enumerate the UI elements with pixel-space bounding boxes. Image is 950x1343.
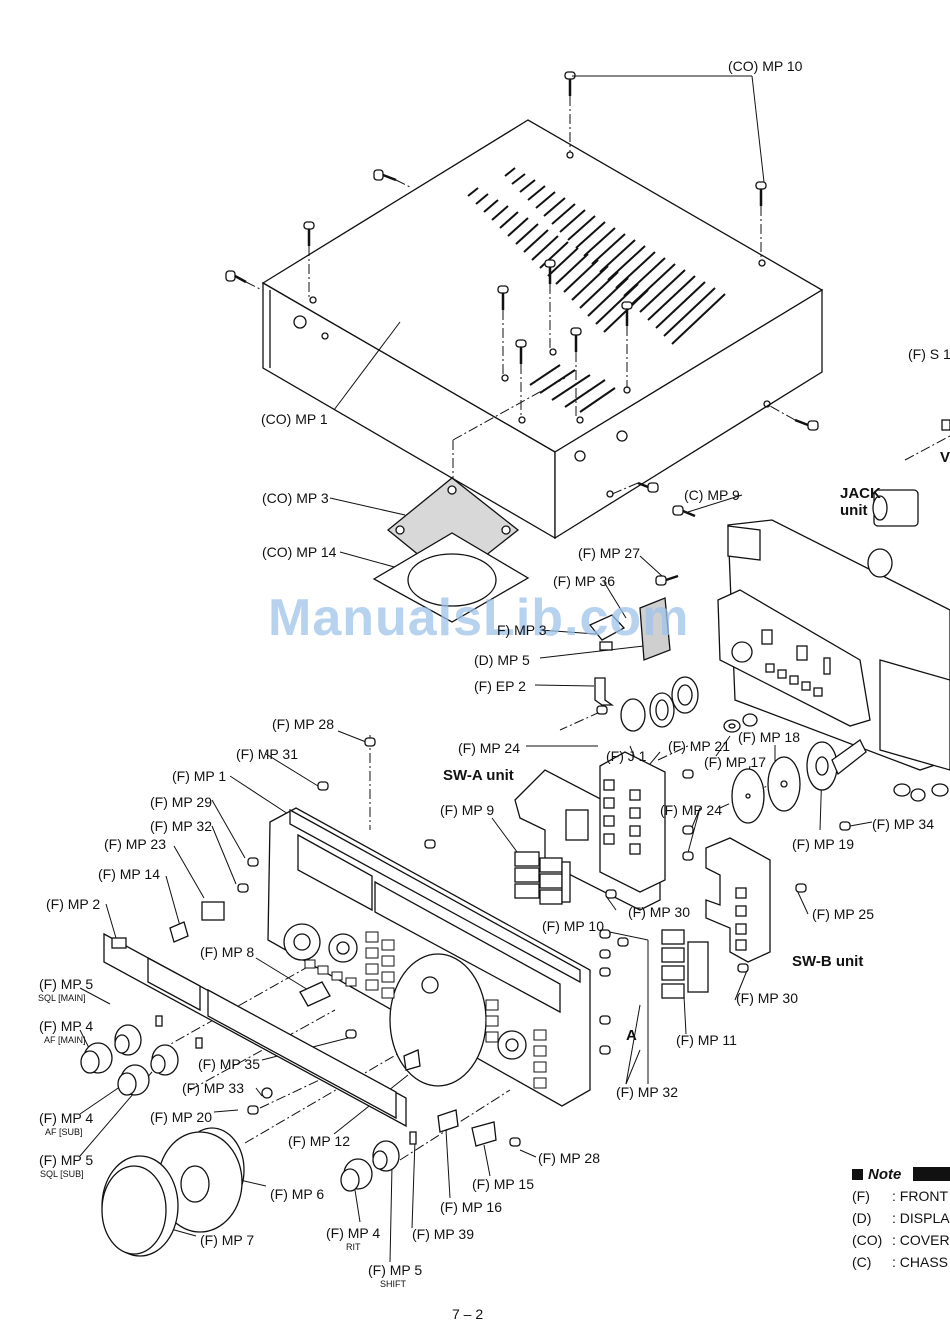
- label-f-mp24-top: (F) MP 24: [458, 740, 520, 756]
- label-shift: SHIFT: [380, 1279, 406, 1289]
- label-f-mp21: (F) MP 21: [668, 738, 730, 754]
- label-f-mp2: (F) MP 2: [46, 896, 101, 912]
- small-parts: [155, 901, 497, 1147]
- label-f-mp17: (F) MP 17: [704, 754, 766, 770]
- label-co-mp10: (CO) MP 10: [728, 58, 803, 74]
- label-f-mp14: (F) MP 14: [98, 866, 160, 882]
- label-jack-unit-2: unit: [840, 502, 868, 519]
- label-f-mp28-bottom: (F) MP 28: [538, 1150, 600, 1166]
- sw-a-board: [514, 751, 666, 911]
- label-f-mp18: (F) MP 18: [738, 729, 800, 745]
- label-f-mp4-af-sub: (F) MP 4: [39, 1110, 94, 1126]
- label-sql-main: SQL [MAIN]: [38, 993, 86, 1003]
- knobs: [80, 1024, 400, 1257]
- label-f-mp30-a: (F) MP 30: [628, 904, 690, 920]
- note-row-code: (F): [852, 1188, 870, 1204]
- label-f-mp7: (F) MP 7: [200, 1232, 255, 1248]
- note-row-text: : COVER: [892, 1232, 950, 1248]
- label-af-sub: AF [SUB]: [45, 1127, 83, 1137]
- front-panel-screws: [237, 705, 851, 1147]
- label-f-mp30-b: (F) MP 30: [736, 990, 798, 1006]
- note-bar: [913, 1167, 950, 1181]
- note-row-code: (CO): [852, 1232, 883, 1248]
- label-f-j1: (F) J 1: [606, 748, 647, 764]
- page-number: 7 – 2: [452, 1306, 484, 1322]
- label-co-mp3: (CO) MP 3: [262, 490, 329, 506]
- label-f-mp9: (F) MP 9: [440, 802, 495, 818]
- label-f-mp34: (F) MP 34: [872, 816, 934, 832]
- label-jack-unit: JACK: [840, 485, 881, 502]
- label-f-mp12: (F) MP 12: [288, 1133, 350, 1149]
- note-square-icon: [852, 1169, 863, 1180]
- label-f-s1: (F) S 1: [908, 346, 950, 362]
- label-f-mp32-left: (F) MP 32: [150, 818, 212, 834]
- label-af-main: AF [MAIN]: [44, 1035, 86, 1045]
- label-c-mp9: (C) MP 9: [684, 487, 740, 503]
- label-f-mp15: (F) MP 15: [472, 1176, 534, 1192]
- label-rit: RIT: [346, 1242, 361, 1252]
- label-f-mp28-top: (F) MP 28: [272, 716, 334, 732]
- label-f-mp1: (F) MP 1: [172, 768, 227, 784]
- label-f-mp29: (F) MP 29: [150, 794, 212, 810]
- label-f-ep2: (F) EP 2: [474, 678, 526, 694]
- gasket: [372, 532, 530, 623]
- watermark-text: ManualsLib.com: [268, 589, 690, 647]
- note-row-code: (C): [852, 1254, 872, 1270]
- chassis-assembly: [717, 419, 950, 771]
- label-f-mp35: (F) MP 35: [198, 1056, 260, 1072]
- label-co-mp14: (CO) MP 14: [262, 544, 337, 560]
- label-f-mp5-sql-main: (F) MP 5: [39, 976, 94, 992]
- note-row-text: : FRONT: [892, 1188, 948, 1204]
- label-f-mp3: F) MP 3: [497, 622, 547, 638]
- note-row-text: : DISPLA: [892, 1210, 950, 1226]
- phone-jack-rings: [620, 676, 699, 732]
- label-sql-sub: SQL [SUB]: [40, 1169, 84, 1179]
- label-f-mp31: (F) MP 31: [236, 746, 298, 762]
- nuts-washers: [723, 713, 949, 802]
- label-f-mp27: (F) MP 27: [578, 545, 640, 561]
- label-f-mp36: (F) MP 36: [553, 573, 615, 589]
- label-d-mp5: (D) MP 5: [474, 652, 530, 668]
- label-f-mp8: (F) MP 8: [200, 944, 255, 960]
- note-title: Note: [868, 1166, 902, 1183]
- label-f-mp16: (F) MP 16: [440, 1199, 502, 1215]
- label-f-mp23: (F) MP 23: [104, 836, 166, 852]
- label-f-mp4-rit: (F) MP 4: [326, 1225, 381, 1241]
- label-f-mp25: (F) MP 25: [812, 906, 874, 922]
- note-row-text: : CHASS: [892, 1254, 949, 1270]
- label-f-mp5-shift: (F) MP 5: [368, 1262, 423, 1278]
- label-f-mp20: (F) MP 20: [150, 1109, 212, 1125]
- label-f-mp33: (F) MP 33: [182, 1080, 244, 1096]
- label-a: A: [626, 1027, 637, 1044]
- front-window: [103, 932, 407, 1128]
- label-sw-a-unit: SW-A unit: [443, 767, 514, 784]
- label-f-mp24-right: (F) MP 24: [660, 802, 722, 818]
- display-filter: [588, 597, 671, 706]
- sw-b-board: [661, 837, 771, 999]
- label-f-mp32-right: (F) MP 32: [616, 1084, 678, 1100]
- label-f-mp4-af-main: (F) MP 4: [39, 1018, 94, 1034]
- label-f-mp10: (F) MP 10: [542, 918, 604, 934]
- label-f-mp19: (F) MP 19: [792, 836, 854, 852]
- note-row-code: (D): [852, 1210, 872, 1226]
- cover-screws: [225, 71, 819, 586]
- label-v: V: [940, 449, 950, 466]
- top-cover: [261, 119, 824, 540]
- label-co-mp1: (CO) MP 1: [261, 411, 328, 427]
- label-f-mp5-sql-sub: (F) MP 5: [39, 1152, 94, 1168]
- label-f-mp6: (F) MP 6: [270, 1186, 325, 1202]
- front-panel: [267, 807, 591, 1107]
- label-f-mp11: (F) MP 11: [676, 1032, 737, 1048]
- encoder-parts: [731, 739, 867, 824]
- label-sw-b-unit: SW-B unit: [792, 953, 864, 970]
- label-f-mp39: (F) MP 39: [412, 1226, 474, 1242]
